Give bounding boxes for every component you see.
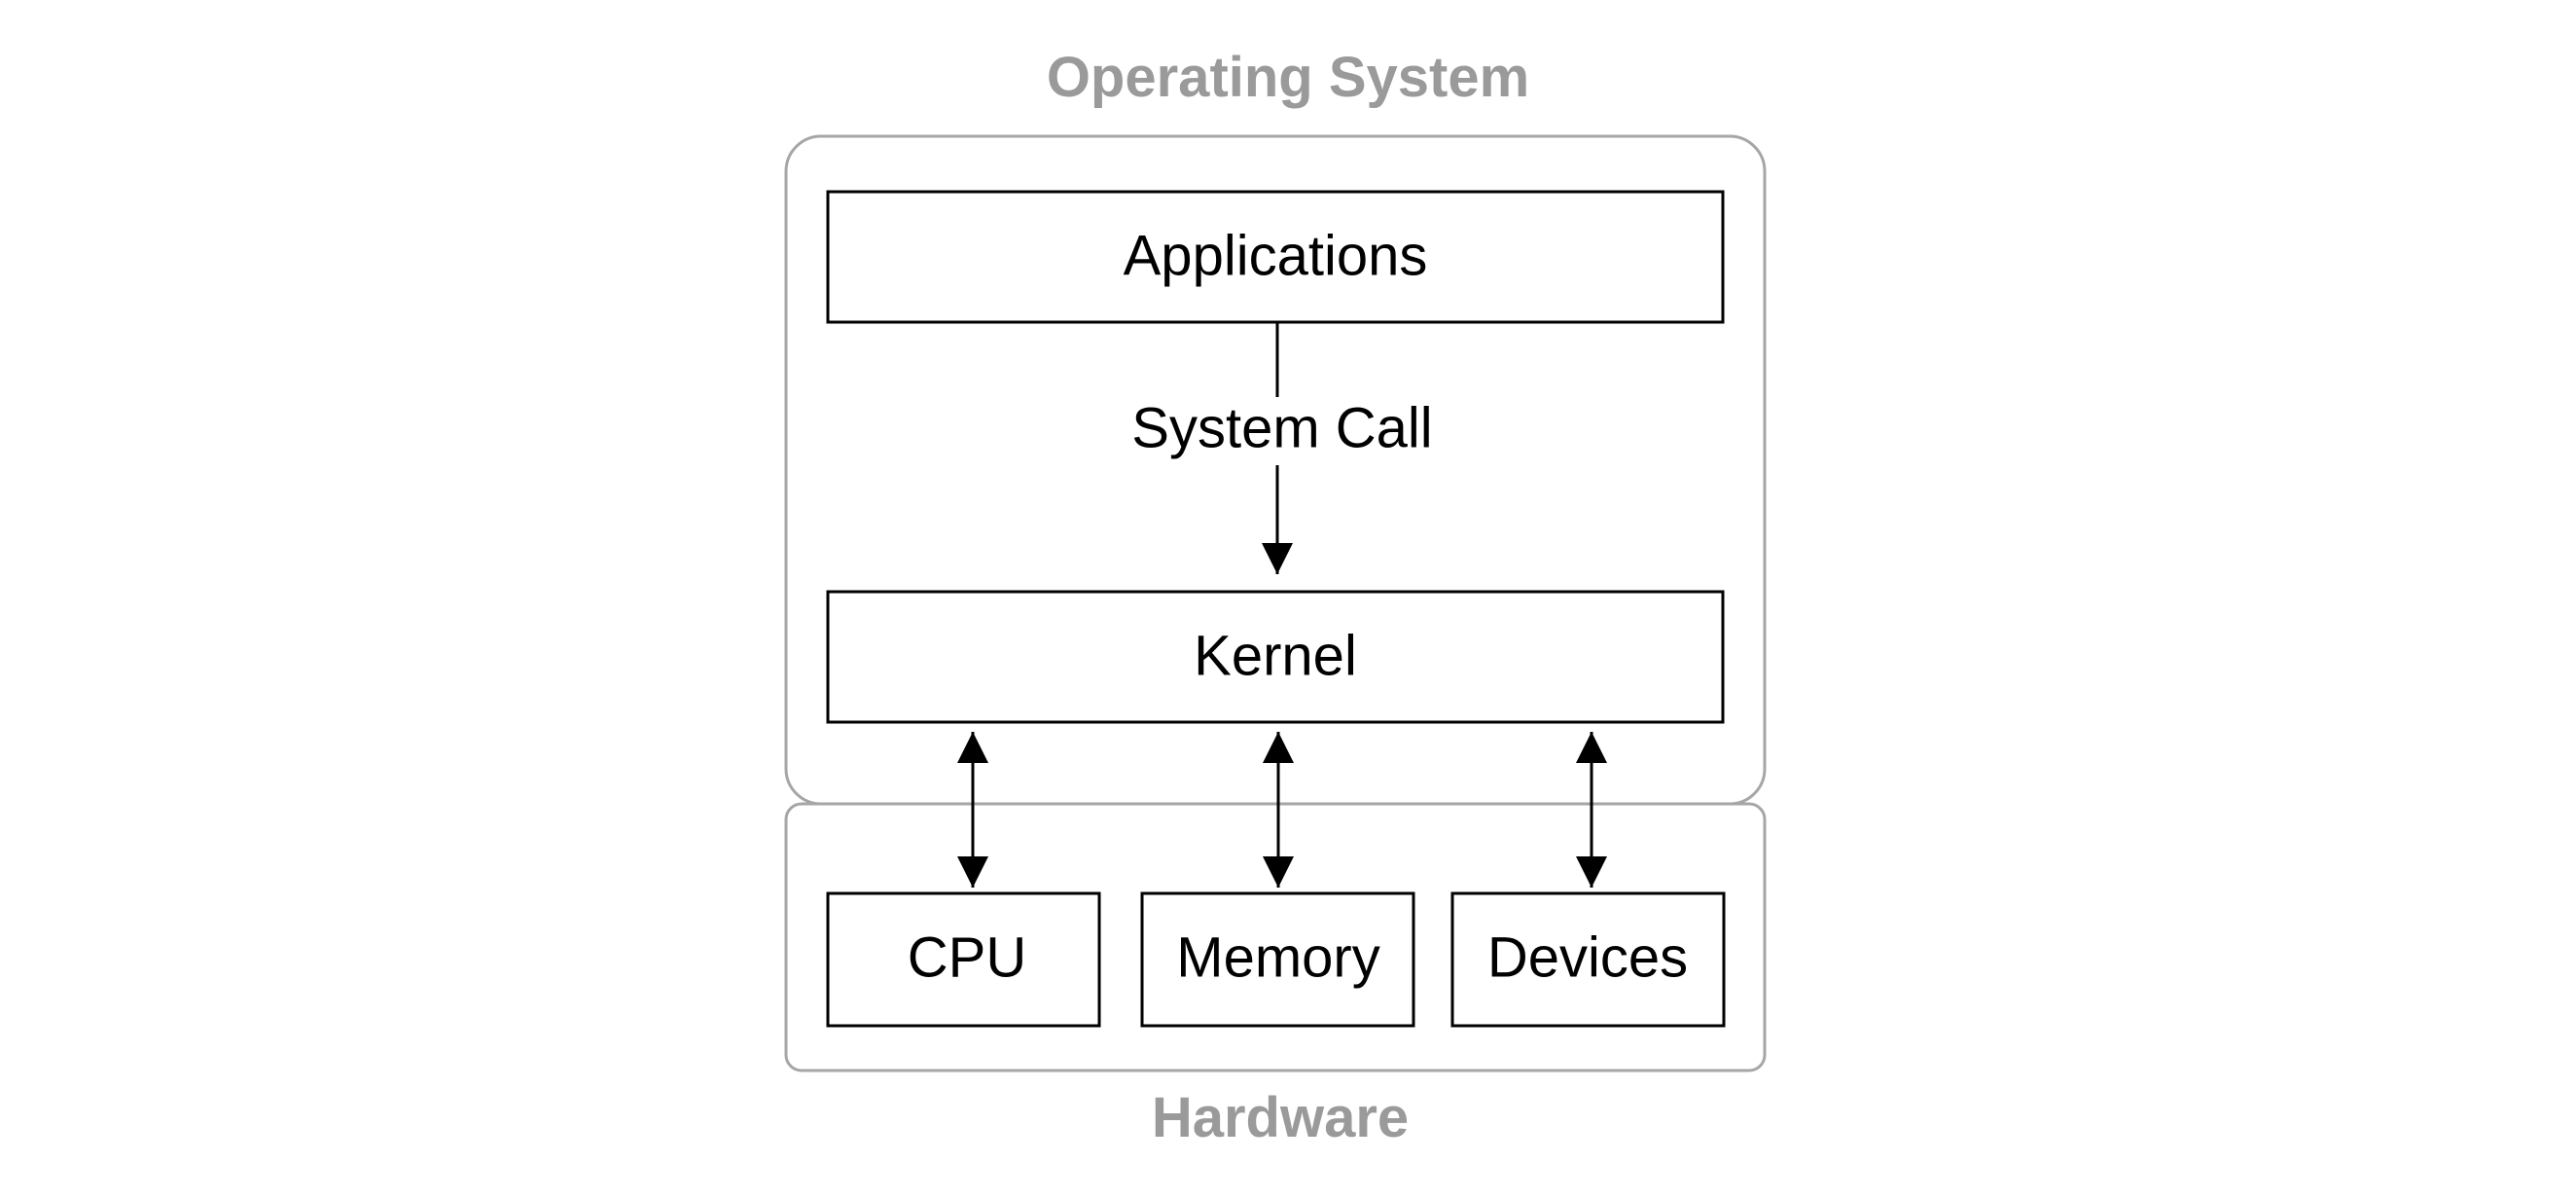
cpu-label: CPU bbox=[908, 926, 1026, 989]
devices-label: Devices bbox=[1487, 926, 1688, 989]
cpu-node: CPU bbox=[826, 891, 1101, 1028]
memory-label: Memory bbox=[1176, 926, 1379, 989]
system-call-label: System Call bbox=[1131, 396, 1432, 459]
kernel-node: Kernel bbox=[826, 590, 1725, 724]
memory-node: Memory bbox=[1140, 891, 1415, 1028]
applications-node: Applications bbox=[826, 190, 1725, 324]
devices-node: Devices bbox=[1450, 891, 1726, 1028]
hardware-group-title: Hardware bbox=[1152, 1086, 1409, 1149]
os-group-title: Operating System bbox=[1047, 46, 1529, 109]
kernel-label: Kernel bbox=[1194, 624, 1357, 687]
applications-label: Applications bbox=[1124, 224, 1428, 287]
